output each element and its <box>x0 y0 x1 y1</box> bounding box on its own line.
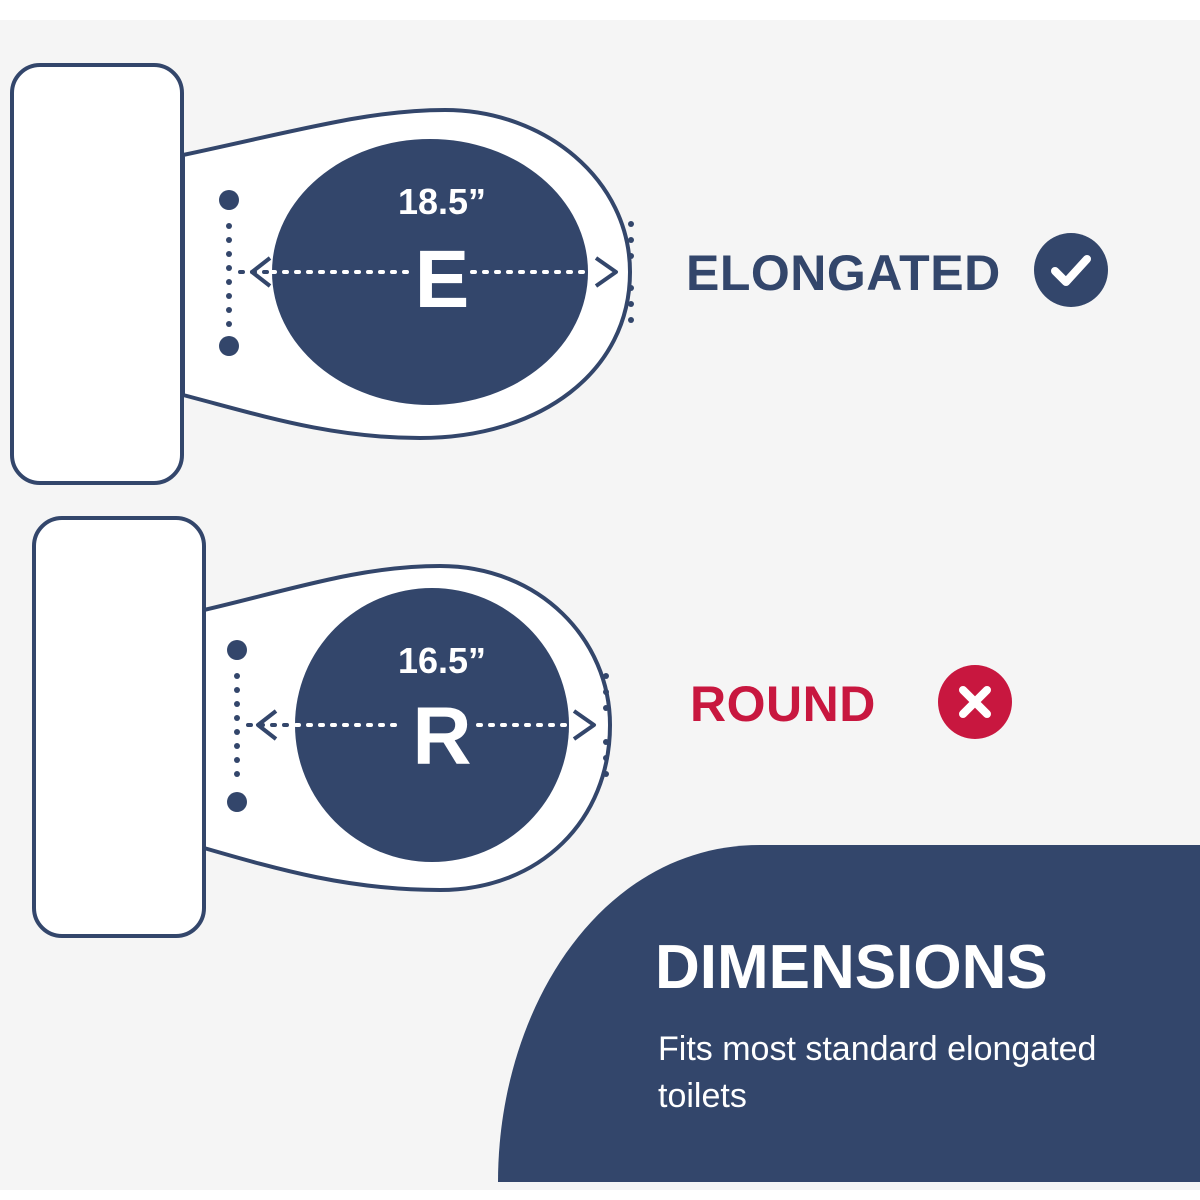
elongated-right-bracket <box>628 221 634 323</box>
elongated-left-arrow <box>250 256 272 288</box>
elongated-dimension-line <box>238 256 618 288</box>
dimensions-banner-bg <box>498 845 1200 1182</box>
round-seat-area <box>295 588 569 862</box>
round-left-bracket <box>227 640 247 812</box>
round-left-arrow <box>256 709 278 741</box>
elongated-left-bracket <box>219 190 239 356</box>
elongated-letter: E <box>415 234 470 325</box>
x-icon <box>959 686 991 718</box>
elongated-label: ELONGATED <box>686 245 1001 301</box>
check-icon <box>1051 255 1091 286</box>
x-badge <box>938 665 1012 739</box>
round-right-bracket <box>603 673 609 777</box>
check-badge <box>1034 233 1108 307</box>
round-label: ROUND <box>690 676 876 732</box>
round-letter: R <box>412 691 471 782</box>
round-measurement: 16.5” <box>398 640 486 681</box>
elongated-right-arrow <box>594 256 618 288</box>
elongated-seat-area <box>272 139 588 405</box>
elongated-measurement: 18.5” <box>398 181 486 222</box>
elongated-tank <box>10 63 184 485</box>
round-right-arrow <box>572 709 596 741</box>
round-tank <box>32 516 206 938</box>
dimensions-description: Fits most standard elongated toilets <box>658 1030 1097 1115</box>
dimensions-title: DIMENSIONS <box>655 933 1048 1002</box>
round-dimension-line <box>246 709 596 741</box>
